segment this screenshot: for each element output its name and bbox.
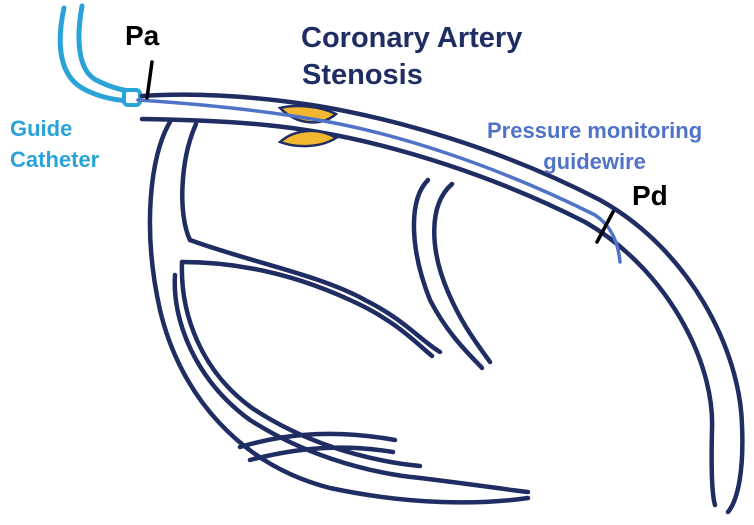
left-branch-outer-wall: [150, 122, 528, 502]
guide-catheter-label-line-1: Guide: [10, 113, 99, 144]
diagram-title: Coronary Artery Stenosis: [301, 20, 522, 94]
guidewire-label: Pressure monitoring guidewire: [487, 115, 702, 177]
title-line-1: Coronary Artery: [301, 20, 522, 57]
guide-catheter: [60, 6, 130, 101]
guide-catheter-tip: [124, 90, 140, 105]
title-line-2: Stenosis: [301, 57, 522, 94]
guide-catheter-wall-inner: [79, 6, 130, 91]
left-branch-inner-wall: [182, 124, 196, 240]
guidewire-label-line-2: guidewire: [487, 146, 702, 177]
guidewire-label-line-1: Pressure monitoring: [487, 115, 702, 146]
guide-catheter-label-line-2: Catheter: [10, 144, 99, 175]
pd-label: Pd: [632, 180, 668, 212]
guide-catheter-label: Guide Catheter: [10, 113, 99, 175]
pa-label: Pa: [125, 20, 159, 52]
plaque-lower: [280, 131, 336, 146]
pa-marker-line: [147, 62, 152, 98]
middle-branch-upper-wall: [190, 240, 440, 352]
right-branch-inner-wall: [434, 184, 490, 362]
